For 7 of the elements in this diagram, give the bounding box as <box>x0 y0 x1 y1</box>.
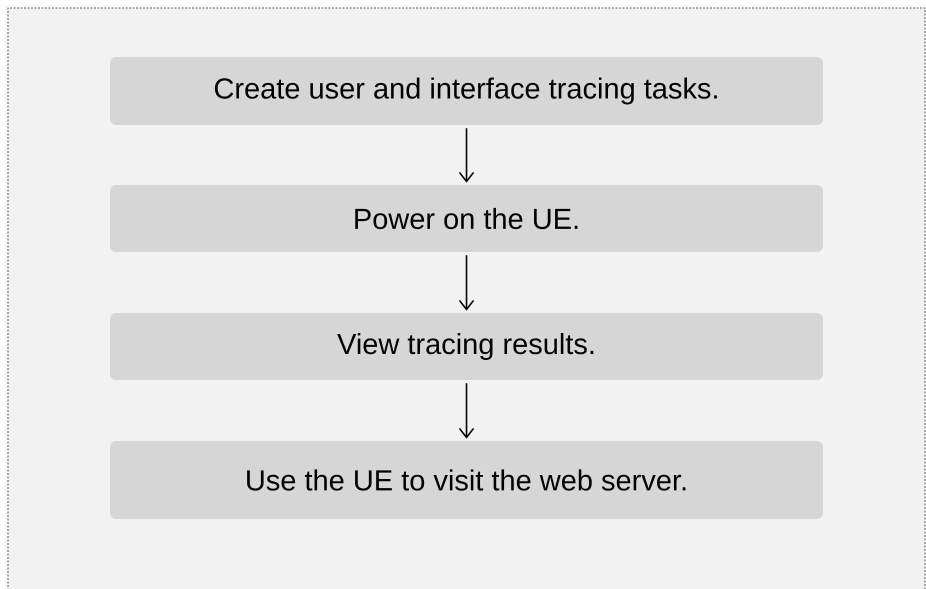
process-box: Use the UE to visit the web server. <box>110 441 823 519</box>
process-box: View tracing results. <box>110 313 823 380</box>
process-box: Create user and interface tracing tasks. <box>110 57 823 125</box>
arrow <box>458 255 474 311</box>
arrow <box>458 383 474 439</box>
arrow <box>458 128 474 183</box>
process-box: Power on the UE. <box>110 185 823 252</box>
